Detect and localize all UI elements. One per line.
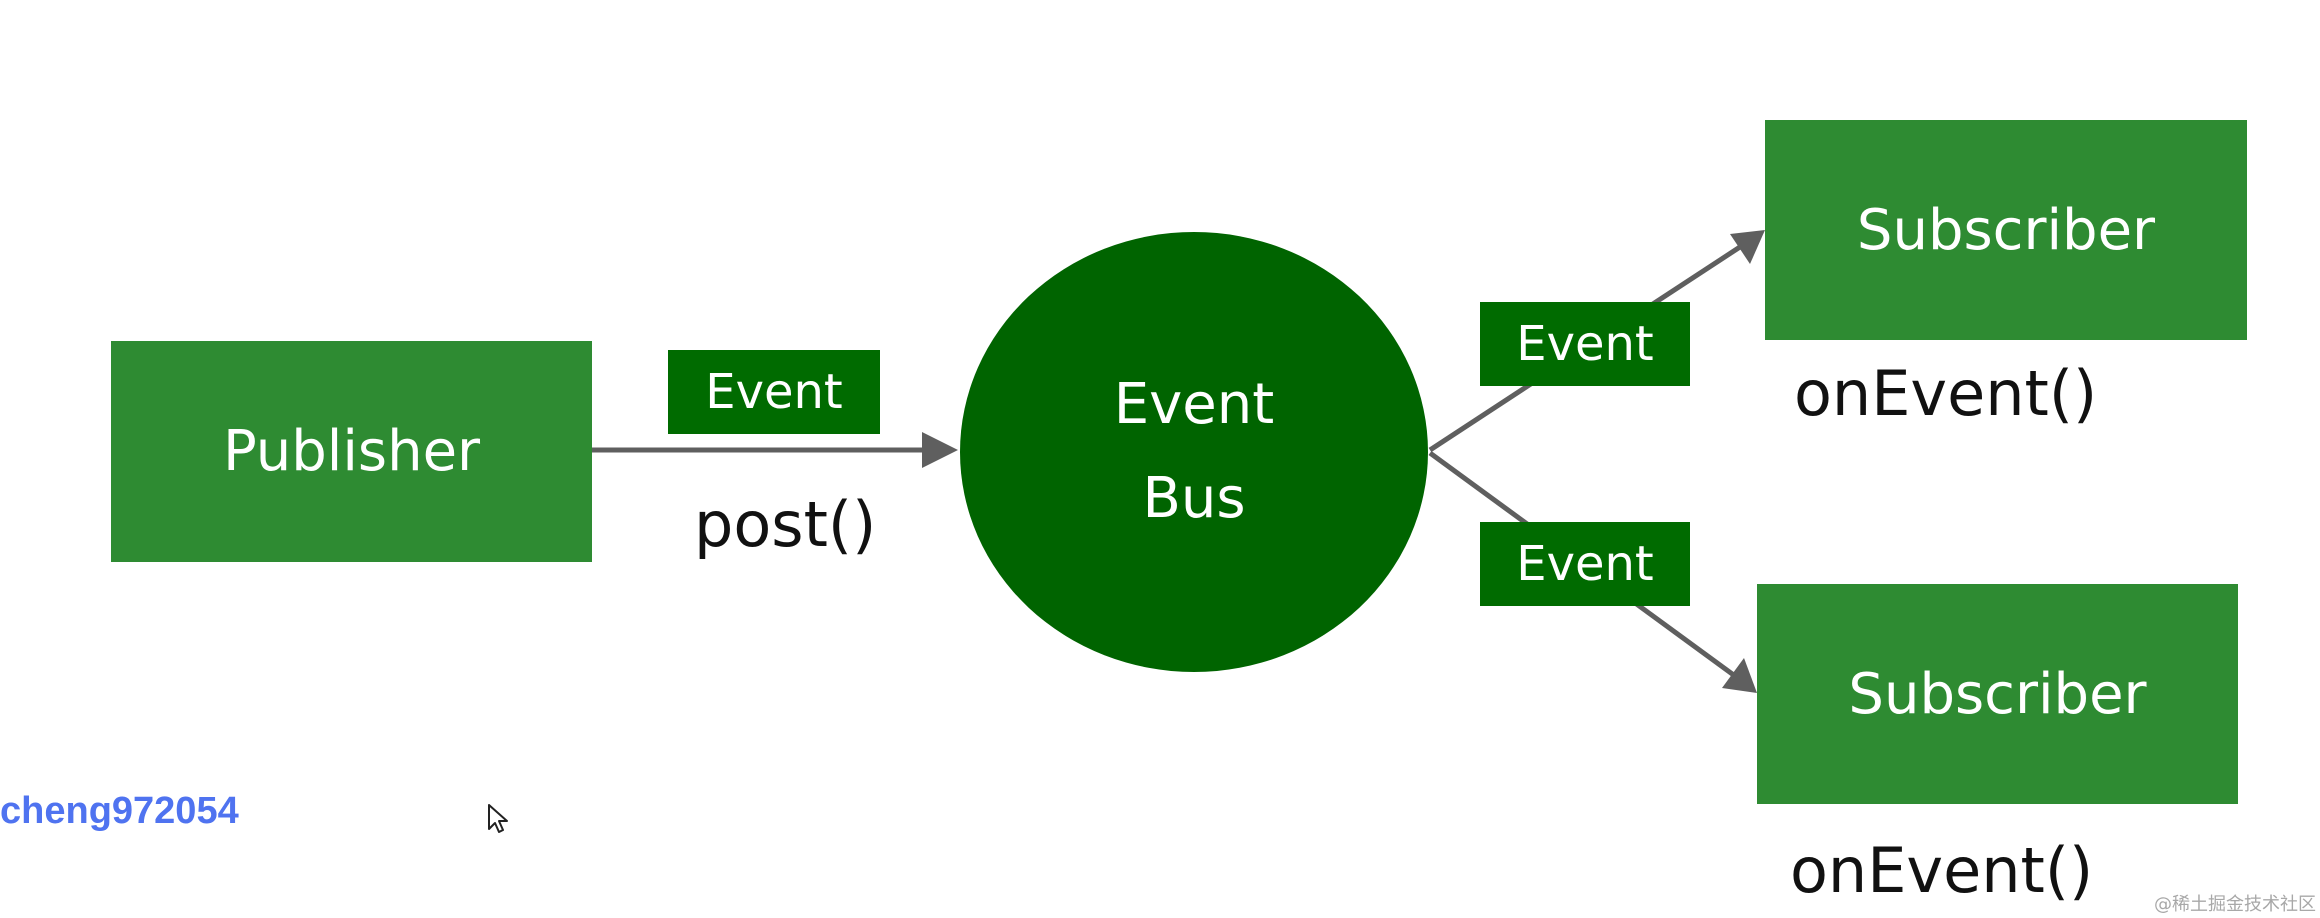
username-overlay: cheng972054 — [0, 790, 239, 832]
subscriber-2-label: Subscriber — [1848, 661, 2147, 727]
subscriber-2-method-label: onEvent() — [1790, 834, 2094, 907]
event-tag-lower: Event — [1480, 522, 1690, 606]
subscriber-box-2: Subscriber — [1757, 584, 2238, 804]
event-tag-upper: Event — [1480, 302, 1690, 386]
event-bus-label-line2: Bus — [1142, 466, 1246, 531]
event-tag-post: Event — [668, 350, 880, 434]
bus-to-subscriber-2-arrowhead — [1722, 658, 1757, 693]
publisher-label: Publisher — [222, 419, 481, 484]
publisher-to-bus-arrowhead — [922, 432, 958, 468]
post-method-label: post() — [694, 488, 877, 561]
subscriber-1-method-label: onEvent() — [1794, 357, 2098, 430]
bus-to-subscriber-1-arrowhead — [1730, 230, 1765, 264]
publisher-box: Publisher — [111, 341, 592, 562]
event-bus-circle: Event Bus — [960, 232, 1428, 672]
event-tag-upper-label: Event — [1516, 316, 1654, 372]
subscriber-box-1: Subscriber — [1765, 120, 2247, 340]
subscriber-1-label: Subscriber — [1856, 197, 2156, 263]
event-bus-label-line1: Event — [1113, 372, 1275, 437]
event-tag-post-label: Event — [705, 364, 843, 420]
mouse-pointer-icon — [488, 804, 508, 833]
event-tag-lower-label: Event — [1516, 536, 1654, 592]
watermark-text: @稀土掘金技术社区 — [2154, 894, 2316, 915]
